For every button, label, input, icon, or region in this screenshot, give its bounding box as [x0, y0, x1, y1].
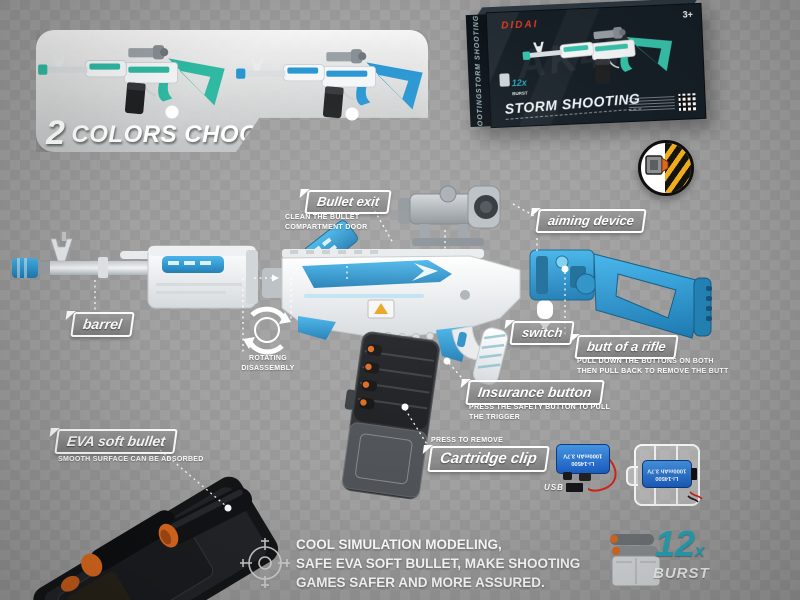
callout-barrel: barrel — [70, 312, 135, 337]
box-brand-logo: DIDAI — [500, 18, 539, 32]
note-butt-of-rifle: PULL DOWN THE BUTTONS ON BOTH THEN PULL … — [577, 358, 729, 376]
scope — [398, 185, 501, 246]
mini-magazine-icon — [499, 73, 510, 87]
warning-badge — [638, 140, 694, 196]
cartridge-clip-art — [341, 331, 440, 500]
box-front-face: AK47 DIDAI 3+ 12x BURST STORM SHOOTING — [485, 2, 707, 129]
barrel-assembly — [12, 232, 258, 309]
callout-bullet-exit: Bullet exit — [304, 190, 392, 214]
box-burst-icon: 12x BURST — [499, 73, 528, 97]
product-box: STORM SHOOTING STORM SHOOTING AK47 DIDAI… — [465, 0, 707, 129]
box-age-badge: 3+ — [682, 9, 694, 20]
loaded-bullets — [359, 344, 383, 410]
gun-body — [262, 249, 521, 385]
usb-label: USB — [544, 483, 564, 492]
qr-code — [678, 93, 697, 111]
callout-butt-of-rifle: butt of a rifle — [574, 335, 679, 359]
note-press-to-remove: PRESS TO REMOVE — [431, 437, 504, 444]
callout-insurance-button: Insurance button — [465, 380, 605, 405]
usb-plug — [566, 483, 588, 492]
grip — [472, 327, 508, 385]
battery-spec: Li-14500 1000mAh 3.7V — [563, 453, 603, 467]
note-eva-soft-bullet: SMOOTH SURFACE CAN BE ADSORBED — [58, 456, 204, 463]
switch-part — [535, 255, 555, 297]
box-gun-art — [520, 21, 677, 93]
callout-eva-soft-bullet: EVA soft bullet — [54, 429, 178, 454]
callout-switch: switch — [509, 321, 576, 345]
color-count-label: COLORS CHOOSE — [71, 121, 292, 148]
hazard-stripes — [665, 143, 691, 193]
bullet-magazine-photo — [33, 476, 279, 600]
box-side-title: STORM SHOOTING — [476, 93, 486, 127]
color-count: 2 — [46, 114, 66, 152]
battery-in-compartment: Li-14500 1000mAh 3.7V — [642, 460, 697, 488]
burst-count: 12x — [655, 523, 705, 564]
battery-spec: Li-14500 1000mAh 3.7V — [647, 468, 687, 482]
rotating-disassembly-icon — [243, 306, 291, 355]
compartment-tab — [626, 466, 638, 486]
burst-word: BURST — [653, 565, 710, 582]
box-side-title: STORM SHOOTING — [472, 14, 483, 94]
note-bullet-exit: CLEAN THE BULLET COMPARTMENT DOOR — [285, 214, 368, 232]
note-rotating: ROTATING DISASSEMBLY — [241, 355, 295, 373]
callout-cartridge-clip: Cartridge clip — [427, 446, 550, 472]
eva-bullet — [158, 487, 253, 548]
battery: Li-14500 1000mAh 3.7V — [556, 444, 610, 481]
tagline: COOL SIMULATION MODELING, SAFE EVA SOFT … — [296, 537, 581, 590]
crosshair-icon — [240, 538, 290, 588]
callout-aiming-device: aiming device — [535, 209, 647, 233]
muzzle-icon — [645, 155, 669, 175]
note-insurance-button: PRESS THE SAFETY BUTTON TO PULL THE TRIG… — [469, 404, 611, 422]
box-fine-print — [628, 96, 676, 113]
